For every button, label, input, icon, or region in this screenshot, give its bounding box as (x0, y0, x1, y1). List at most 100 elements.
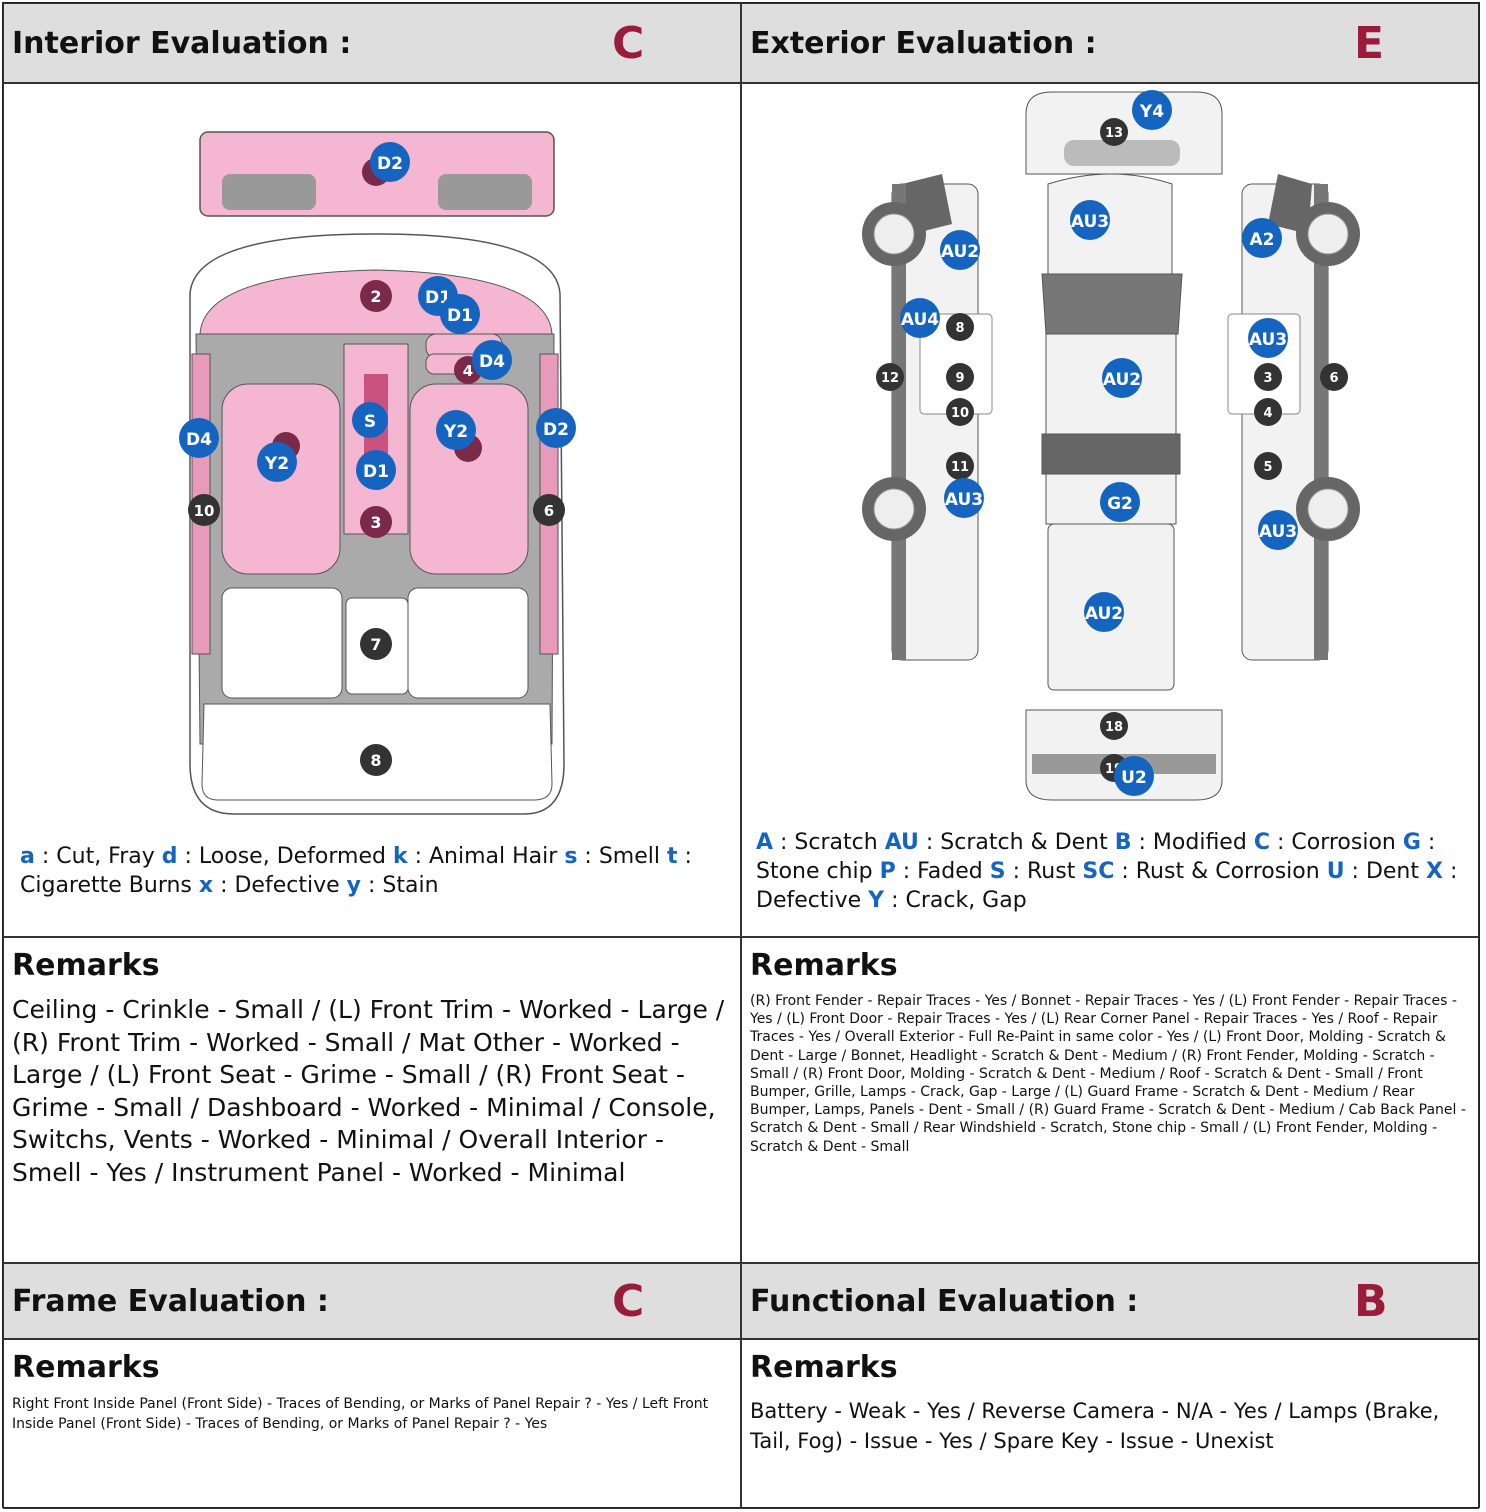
svg-text:D2: D2 (377, 154, 403, 174)
svg-text:AU3: AU3 (1071, 212, 1109, 232)
svg-text:18: 18 (1105, 720, 1123, 735)
svg-text:D1: D1 (363, 462, 389, 482)
legend-key: Y (868, 888, 885, 914)
functional-title: Functional Evaluation : (750, 1284, 1139, 1319)
legend-text: : Faded (895, 859, 990, 885)
functional-remarks: Remarks Battery - Weak - Yes / Reverse C… (741, 1339, 1479, 1509)
legend-text: : Scratch & Dent (918, 830, 1115, 855)
interior-header: Interior Evaluation : C (3, 3, 741, 83)
legend-key: B (1114, 830, 1132, 855)
legend-text: : Animal Hair (407, 844, 565, 869)
svg-text:7: 7 (370, 635, 381, 654)
legend-text: : Defective (756, 859, 1458, 914)
exterior-legend: A : Scratch AU : Scratch & Dent B : Modi… (756, 828, 1472, 915)
interior-markers: D2 2 D1 D1 4 D4 D4 Y2 S Y2 D2 D1 10 6 3 … (179, 142, 576, 776)
exterior-header: Exterior Evaluation : E (741, 3, 1479, 83)
svg-text:S: S (364, 412, 376, 432)
legend-key: A (756, 830, 774, 855)
interior-diagram: D2 2 D1 D1 4 D4 D4 Y2 S Y2 D2 D1 10 6 3 … (179, 131, 576, 815)
frame-grade: C (612, 1276, 645, 1327)
legend-key: a (20, 844, 35, 869)
interior-remarks-title: Remarks (12, 948, 160, 983)
svg-text:AU3: AU3 (945, 490, 983, 510)
legend-key: s (564, 844, 578, 869)
frame-title: Frame Evaluation : (12, 1284, 329, 1319)
svg-text:D4: D4 (479, 352, 505, 372)
frame-header: Frame Evaluation : C (3, 1263, 741, 1339)
functional-grade: B (1354, 1276, 1388, 1327)
legend-key: x (198, 873, 214, 899)
functional-remarks-title: Remarks (750, 1350, 898, 1385)
interior-legend: a : Cut, Fray d : Loose, Deformed k : An… (20, 842, 730, 900)
legend-text: : Stone chip (756, 830, 1436, 885)
svg-text:10: 10 (194, 502, 215, 520)
svg-text:A2: A2 (1250, 230, 1275, 250)
legend-key: SC (1082, 859, 1115, 885)
legend-key: k (392, 844, 408, 869)
svg-text:12: 12 (881, 371, 899, 386)
svg-text:D4: D4 (186, 430, 212, 450)
legend-text: : Crack, Gap (884, 888, 1027, 914)
legend-key: X (1426, 859, 1443, 885)
interior-grade: C (612, 18, 645, 69)
svg-text:AU3: AU3 (1259, 522, 1297, 542)
svg-text:AU2: AU2 (1103, 370, 1141, 390)
interior-diagram-cell: D2 2 D1 D1 4 D4 D4 Y2 S Y2 D2 D1 10 6 3 … (3, 83, 741, 937)
legend-text: : Rust (1005, 859, 1083, 885)
interior-title: Interior Evaluation : (12, 26, 352, 61)
legend-key: y (346, 873, 361, 899)
legend-text: : Stain (360, 873, 439, 899)
exterior-grade: E (1354, 18, 1385, 69)
legend-text: : Corrosion (1269, 830, 1403, 855)
exterior-remarks-text: (R) Front Fender - Repair Traces - Yes /… (750, 993, 1466, 1155)
legend-key: C (1253, 830, 1270, 855)
svg-text:Y4: Y4 (1139, 102, 1164, 122)
legend-key: t (666, 844, 678, 869)
svg-text:4: 4 (463, 362, 473, 380)
legend-text: : Cigarette Burns (20, 844, 692, 899)
svg-text:8: 8 (955, 321, 964, 336)
svg-text:AU4: AU4 (901, 310, 939, 330)
exterior-remarks: Remarks (R) Front Fender - Repair Traces… (741, 937, 1479, 1263)
svg-text:Y2: Y2 (443, 422, 468, 442)
svg-text:AU2: AU2 (1085, 604, 1123, 624)
legend-text: : Scratch (773, 830, 885, 855)
legend-key: P (879, 859, 896, 885)
legend-text: : Smell (577, 844, 667, 869)
interior-remarks: Remarks Ceiling - Crinkle - Small / (L) … (3, 937, 741, 1263)
legend-key: U (1326, 859, 1345, 885)
svg-text:11: 11 (951, 460, 969, 475)
exterior-diagram-cell: Y4 13 AU3 AU2 A2 AU4 8 AU3 12 9 AU2 3 6 … (741, 83, 1479, 937)
svg-text:13: 13 (1105, 126, 1123, 141)
svg-text:AU3: AU3 (1249, 330, 1287, 350)
legend-text: : Rust & Corrosion (1114, 859, 1327, 885)
interior-remarks-text: Ceiling - Crinkle - Small / (L) Front Tr… (12, 995, 725, 1187)
legend-text: : Loose, Deformed (177, 844, 393, 869)
frame-remarks-text: Right Front Inside Panel (Front Side) - … (12, 1396, 709, 1433)
legend-key: S (989, 859, 1006, 885)
svg-text:Y2: Y2 (264, 454, 289, 474)
svg-text:3: 3 (370, 513, 381, 532)
exterior-title: Exterior Evaluation : (750, 26, 1097, 61)
frame-remarks: Remarks Right Front Inside Panel (Front … (3, 1339, 741, 1509)
legend-text: : Dent (1344, 859, 1426, 885)
legend-text: : Modified (1131, 830, 1254, 855)
legend-text: : Defective (213, 873, 347, 899)
legend-key: AU (884, 830, 919, 855)
svg-text:4: 4 (1263, 406, 1272, 421)
svg-text:G2: G2 (1107, 494, 1133, 514)
exterior-remarks-title: Remarks (750, 948, 898, 983)
legend-text: : Cut, Fray (34, 844, 162, 869)
svg-text:2: 2 (370, 287, 381, 306)
svg-text:9: 9 (955, 371, 964, 386)
svg-text:AU2: AU2 (941, 242, 979, 262)
svg-text:6: 6 (544, 502, 554, 520)
exterior-diagram: Y4 13 AU3 AU2 A2 AU4 8 AU3 12 9 AU2 3 6 … (862, 90, 1360, 801)
frame-remarks-title: Remarks (12, 1350, 160, 1385)
svg-text:D2: D2 (543, 420, 569, 440)
svg-text:D1: D1 (447, 306, 473, 326)
svg-text:3: 3 (1263, 371, 1272, 386)
functional-remarks-text: Battery - Weak - Yes / Reverse Camera - … (750, 1399, 1440, 1454)
exterior-markers: Y4 13 AU3 AU2 A2 AU4 8 AU3 12 9 AU2 3 6 … (876, 90, 1348, 796)
